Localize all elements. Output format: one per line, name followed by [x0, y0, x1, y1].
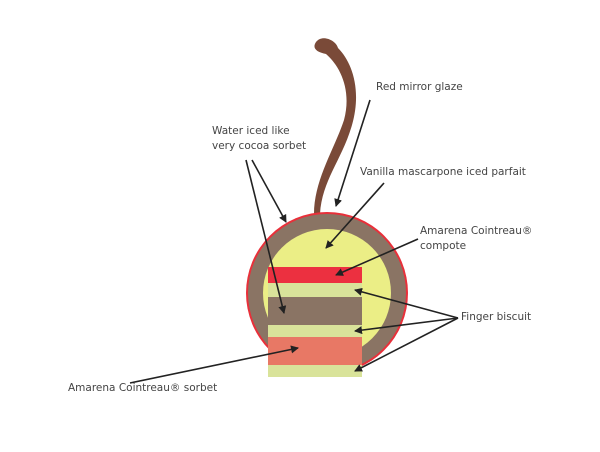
dessert-cross-section: [246, 212, 408, 377]
arrow-biscuit-1: [354, 287, 459, 319]
arrow-sorbet: [129, 345, 299, 384]
arrow-cocoa-shell: [251, 159, 287, 223]
label-water-iced-line1: Water iced like: [212, 125, 290, 137]
label-red-mirror-glaze: Red mirror glaze: [376, 81, 463, 93]
arrows: [129, 99, 459, 384]
label-water-iced-line2: very cocoa sorbet: [212, 140, 307, 152]
label-finger-biscuit: Finger biscuit: [461, 311, 532, 323]
arrow-glaze: [334, 99, 371, 207]
arrow-cocoa-bar: [245, 159, 287, 314]
label-compote-line1: Amarena Cointreau®: [420, 225, 533, 237]
arrow-compote: [335, 238, 419, 276]
arrow-biscuit-3: [354, 317, 459, 372]
finger-biscuit-layer-2: [268, 325, 362, 337]
cherry-stem: [314, 38, 357, 214]
arrow-parfait: [325, 182, 385, 249]
finger-biscuit-layer-1: [268, 283, 362, 297]
label-vanilla-parfait: Vanilla mascarpone iced parfait: [360, 166, 526, 178]
cocoa-sorbet-layer: [268, 297, 362, 325]
arrow-biscuit-2: [354, 317, 459, 335]
finger-biscuit-layer-3: [268, 365, 362, 377]
label-amarena-sorbet: Amarena Cointreau® sorbet: [68, 382, 218, 394]
label-compote-line2: compote: [420, 240, 467, 252]
